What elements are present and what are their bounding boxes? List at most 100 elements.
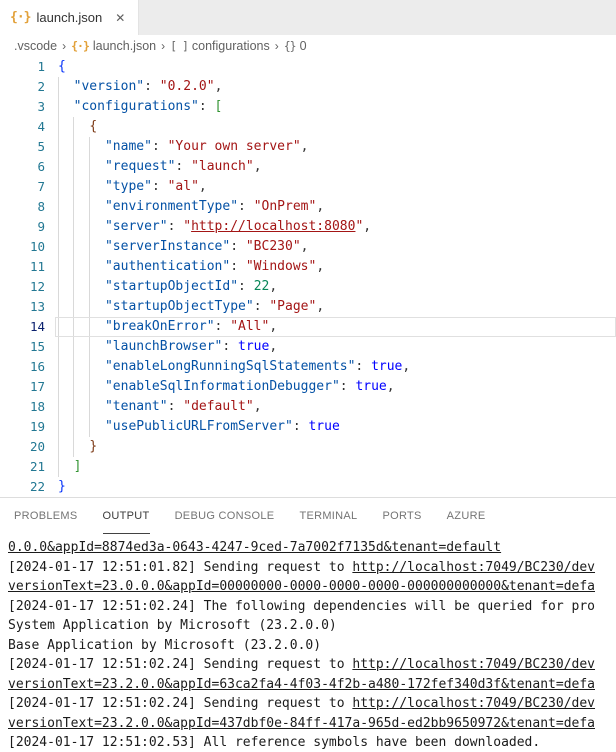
url-link[interactable]: http://localhost:7049/BC230/dev [352, 696, 596, 711]
json-file-icon: {·} [10, 10, 32, 25]
code-line[interactable]: 1{ [0, 57, 616, 77]
code-line-text[interactable]: "enableSqlInformationDebugger": true, [58, 377, 395, 397]
code-line-text[interactable]: { [58, 57, 66, 77]
url-link[interactable]: versionText=23.2.0.0&appId=437dbf0e-84ff… [8, 715, 595, 731]
line-number[interactable]: 9 [37, 219, 45, 234]
code-line-text[interactable]: { [58, 117, 97, 137]
panel-tab-azure[interactable]: AZURE [446, 509, 486, 522]
url-link[interactable]: http://localhost:8080 [191, 219, 356, 234]
code-line[interactable]: 6 "request": "launch", [0, 157, 616, 177]
code-line-text[interactable]: } [58, 477, 66, 497]
line-number[interactable]: 22 [29, 479, 45, 494]
line-number[interactable]: 11 [29, 259, 45, 274]
code-line[interactable]: 12 "startupObjectId": 22, [0, 277, 616, 297]
line-number[interactable]: 7 [37, 179, 45, 194]
code-line-text[interactable]: "server": "http://localhost:8080", [58, 217, 371, 237]
code-line[interactable]: 20 } [0, 437, 616, 457]
line-number[interactable]: 3 [37, 99, 45, 114]
code-line[interactable]: 16 "enableLongRunningSqlStatements": tru… [0, 357, 616, 377]
line-number[interactable]: 15 [29, 339, 45, 354]
code-line[interactable]: 10 "serverInstance": "BC230", [0, 237, 616, 257]
code-line[interactable]: 22} [0, 477, 616, 497]
code-line[interactable]: 8 "environmentType": "OnPrem", [0, 197, 616, 217]
code-line-text[interactable]: "request": "launch", [58, 157, 262, 177]
code-line[interactable]: 3 "configurations": [ [0, 97, 616, 117]
code-token: "default" [183, 399, 254, 414]
panel-tab-terminal[interactable]: TERMINAL [299, 509, 358, 522]
code-line-text[interactable]: "name": "Your own server", [58, 137, 309, 157]
line-number[interactable]: 16 [29, 359, 45, 374]
code-token: , [316, 299, 325, 314]
code-line[interactable]: 21 ] [0, 457, 616, 477]
code-line[interactable]: 7 "type": "al", [0, 177, 616, 197]
code-line-text[interactable]: "startupObjectType": "Page", [58, 297, 324, 317]
url-link[interactable]: http://localhost:7049/BC230/dev [352, 657, 596, 672]
code-line[interactable]: 18 "tenant": "default", [0, 397, 616, 417]
code-line-text[interactable]: } [58, 437, 97, 457]
code-token: true [355, 379, 387, 394]
code-line-text[interactable]: "type": "al", [58, 177, 207, 197]
line-number[interactable]: 4 [37, 119, 45, 134]
line-number[interactable]: 6 [37, 159, 45, 174]
line-number[interactable]: 14 [29, 319, 45, 334]
code-line-text[interactable]: "environmentType": "OnPrem", [58, 197, 324, 217]
code-token: , [402, 359, 411, 374]
code-line-text[interactable]: "launchBrowser": true, [58, 337, 277, 357]
line-number[interactable]: 10 [29, 239, 45, 254]
code-line[interactable]: 11 "authentication": "Windows", [0, 257, 616, 277]
code-line-text[interactable]: "startupObjectId": 22, [58, 277, 277, 297]
line-number[interactable]: 17 [29, 379, 45, 394]
line-number[interactable]: 5 [37, 139, 45, 154]
code-line-text[interactable]: "usePublicURLFromServer": true [58, 417, 340, 437]
line-number[interactable]: 19 [29, 419, 45, 434]
line-number[interactable]: 12 [29, 279, 45, 294]
line-number[interactable]: 21 [29, 459, 45, 474]
code-line[interactable]: 4 { [0, 117, 616, 137]
code-line-text[interactable]: "authentication": "Windows", [58, 257, 324, 277]
line-number[interactable]: 1 [37, 59, 45, 74]
code-line-text[interactable]: "serverInstance": "BC230", [58, 237, 309, 257]
code-line[interactable]: 5 "name": "Your own server", [0, 137, 616, 157]
code-editor[interactable]: 1{2 "version": "0.2.0",3 "configurations… [0, 57, 616, 497]
line-number[interactable]: 18 [29, 399, 45, 414]
code-line[interactable]: 2 "version": "0.2.0", [0, 77, 616, 97]
tab-launch-json[interactable]: {·} launch.json ✕ [0, 0, 140, 35]
breadcrumb-item-0[interactable]: {} 0 [284, 39, 307, 53]
line-number[interactable]: 8 [37, 199, 45, 214]
panel-tab-debug-console[interactable]: DEBUG CONSOLE [174, 509, 275, 522]
url-link[interactable]: versionText=23.0.0.0&appId=00000000-0000… [8, 579, 595, 594]
code-line-text[interactable]: "enableLongRunningSqlStatements": true, [58, 357, 410, 377]
line-number[interactable]: 13 [29, 299, 45, 314]
code-line-text[interactable]: "version": "0.2.0", [58, 77, 223, 97]
code-token: : [339, 379, 356, 394]
url-link[interactable]: versionText=23.2.0.0&appId=63ca2fa4-4f03… [8, 676, 595, 692]
panel-tab-ports[interactable]: PORTS [382, 509, 422, 522]
code-line[interactable]: 9 "server": "http://localhost:8080", [0, 217, 616, 237]
panel-tab-output[interactable]: OUTPUT [102, 498, 150, 534]
breadcrumb-item-configurations[interactable]: [ ] configurations [170, 39, 270, 53]
code-line-text[interactable]: "tenant": "default", [58, 397, 262, 417]
breadcrumb-item-vscode[interactable]: .vscode [14, 39, 57, 53]
panel-tab-problems[interactable]: PROBLEMS [14, 509, 78, 522]
line-number[interactable]: 20 [29, 439, 45, 454]
url-link[interactable]: 0.0.0&appId=8874ed3a-0643-4247-9ced-7a70… [8, 540, 502, 555]
close-tab-icon[interactable]: ✕ [115, 10, 126, 25]
code-line-text[interactable]: "configurations": [ [58, 97, 223, 117]
code-line-text[interactable]: ] [58, 457, 82, 477]
code-line[interactable]: 19 "usePublicURLFromServer": true [0, 417, 616, 437]
code-line-text[interactable]: "breakOnError": "All", [58, 317, 277, 337]
url-link[interactable]: http://localhost:7049/BC230/dev [352, 559, 596, 575]
code-line[interactable]: 15 "launchBrowser": true, [0, 337, 616, 357]
output-log[interactable]: 0.0.0&appId=8874ed3a-0643-4247-9ced-7a70… [0, 534, 616, 752]
code-line[interactable]: 13 "startupObjectType": "Page", [0, 297, 616, 317]
breadcrumb-item-launch-json[interactable]: {·} launch.json [71, 39, 156, 53]
code-line[interactable]: 14 "breakOnError": "All", [0, 317, 616, 337]
line-number[interactable]: 2 [37, 79, 45, 94]
code-token: "version" [73, 79, 145, 94]
output-line: 0.0.0&appId=8874ed3a-0643-4247-9ced-7a70… [8, 538, 616, 558]
code-line[interactable]: 17 "enableSqlInformationDebugger": true, [0, 377, 616, 397]
code-token: : [355, 359, 372, 374]
code-token: , [300, 239, 309, 254]
code-token: "launch" [191, 159, 254, 174]
